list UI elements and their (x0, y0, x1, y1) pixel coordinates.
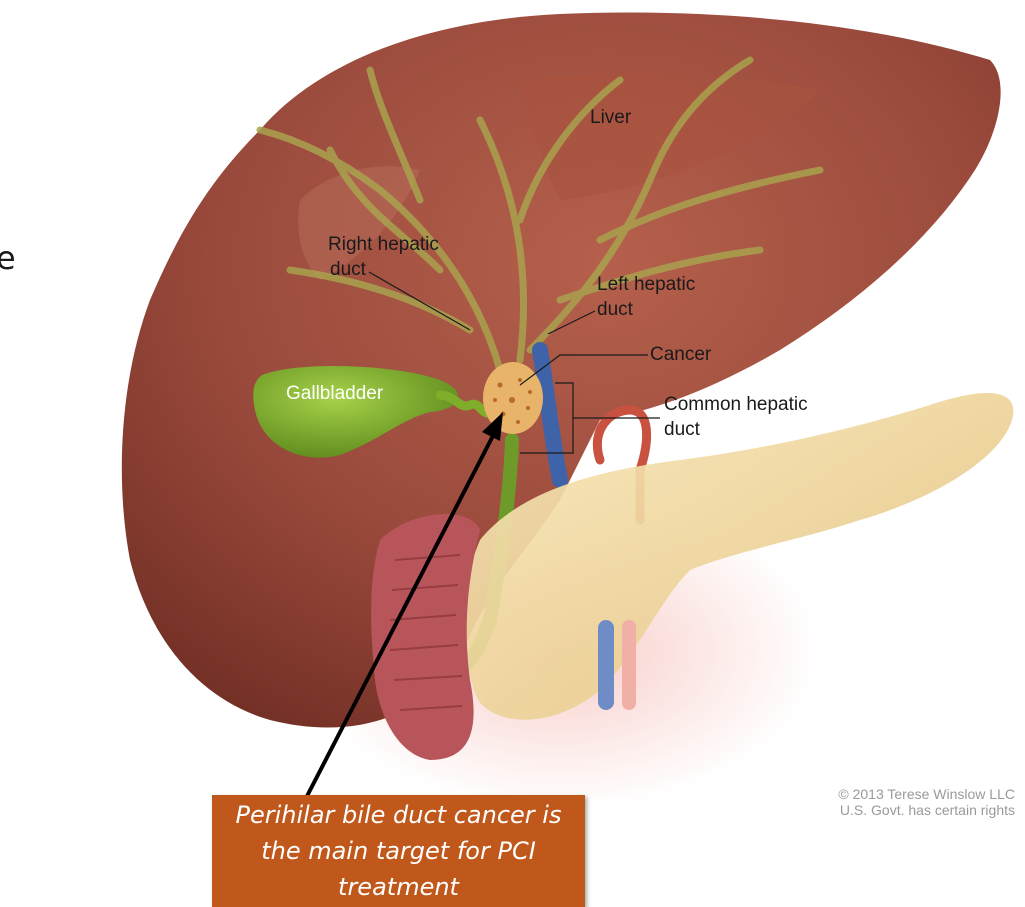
label-common-hepatic-line2: duct (664, 419, 700, 441)
callout-box: Perihilar bile duct cancer is the main t… (212, 795, 585, 907)
callout-text: Perihilar bile duct cancer is the main t… (212, 797, 585, 905)
label-liver: Liver (590, 107, 631, 129)
vessel-red (622, 620, 636, 710)
copyright-line1: © 2013 Terese Winslow LLC (838, 786, 1015, 802)
copyright-line2: U.S. Govt. has certain rights (838, 802, 1015, 818)
label-cancer: Cancer (650, 344, 711, 366)
label-left-hepatic-line1: Left hepatic (597, 274, 695, 296)
copyright-notice: © 2013 Terese Winslow LLC U.S. Govt. has… (838, 786, 1015, 818)
label-common-hepatic-line1: Common hepatic (664, 394, 808, 416)
label-gallbladder: Gallbladder (286, 383, 383, 405)
vessel-blue (598, 620, 614, 710)
label-right-hepatic-line2: duct (330, 259, 366, 281)
left-text-fragment: e (0, 238, 22, 278)
label-right-hepatic-line1: Right hepatic (328, 234, 439, 256)
label-left-hepatic-line2: duct (597, 299, 633, 321)
